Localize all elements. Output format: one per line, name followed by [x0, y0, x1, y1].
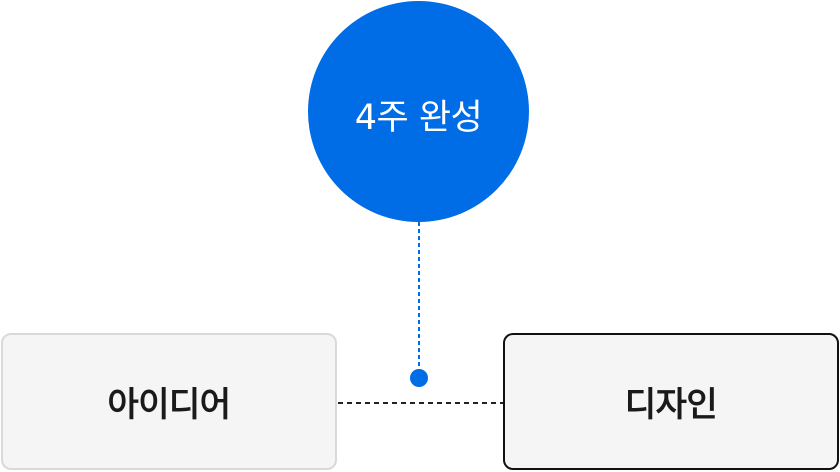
center-node-label: 4주 완성 [354, 98, 483, 138]
node-idea-label: 아이디어 [107, 385, 231, 425]
node-design: 디자인 [503, 333, 839, 470]
center-node-4-weeks: 4주 완성 [308, 1, 529, 222]
node-design-label: 디자인 [624, 385, 718, 425]
node-idea: 아이디어 [1, 333, 337, 470]
junction-dot [410, 369, 428, 387]
